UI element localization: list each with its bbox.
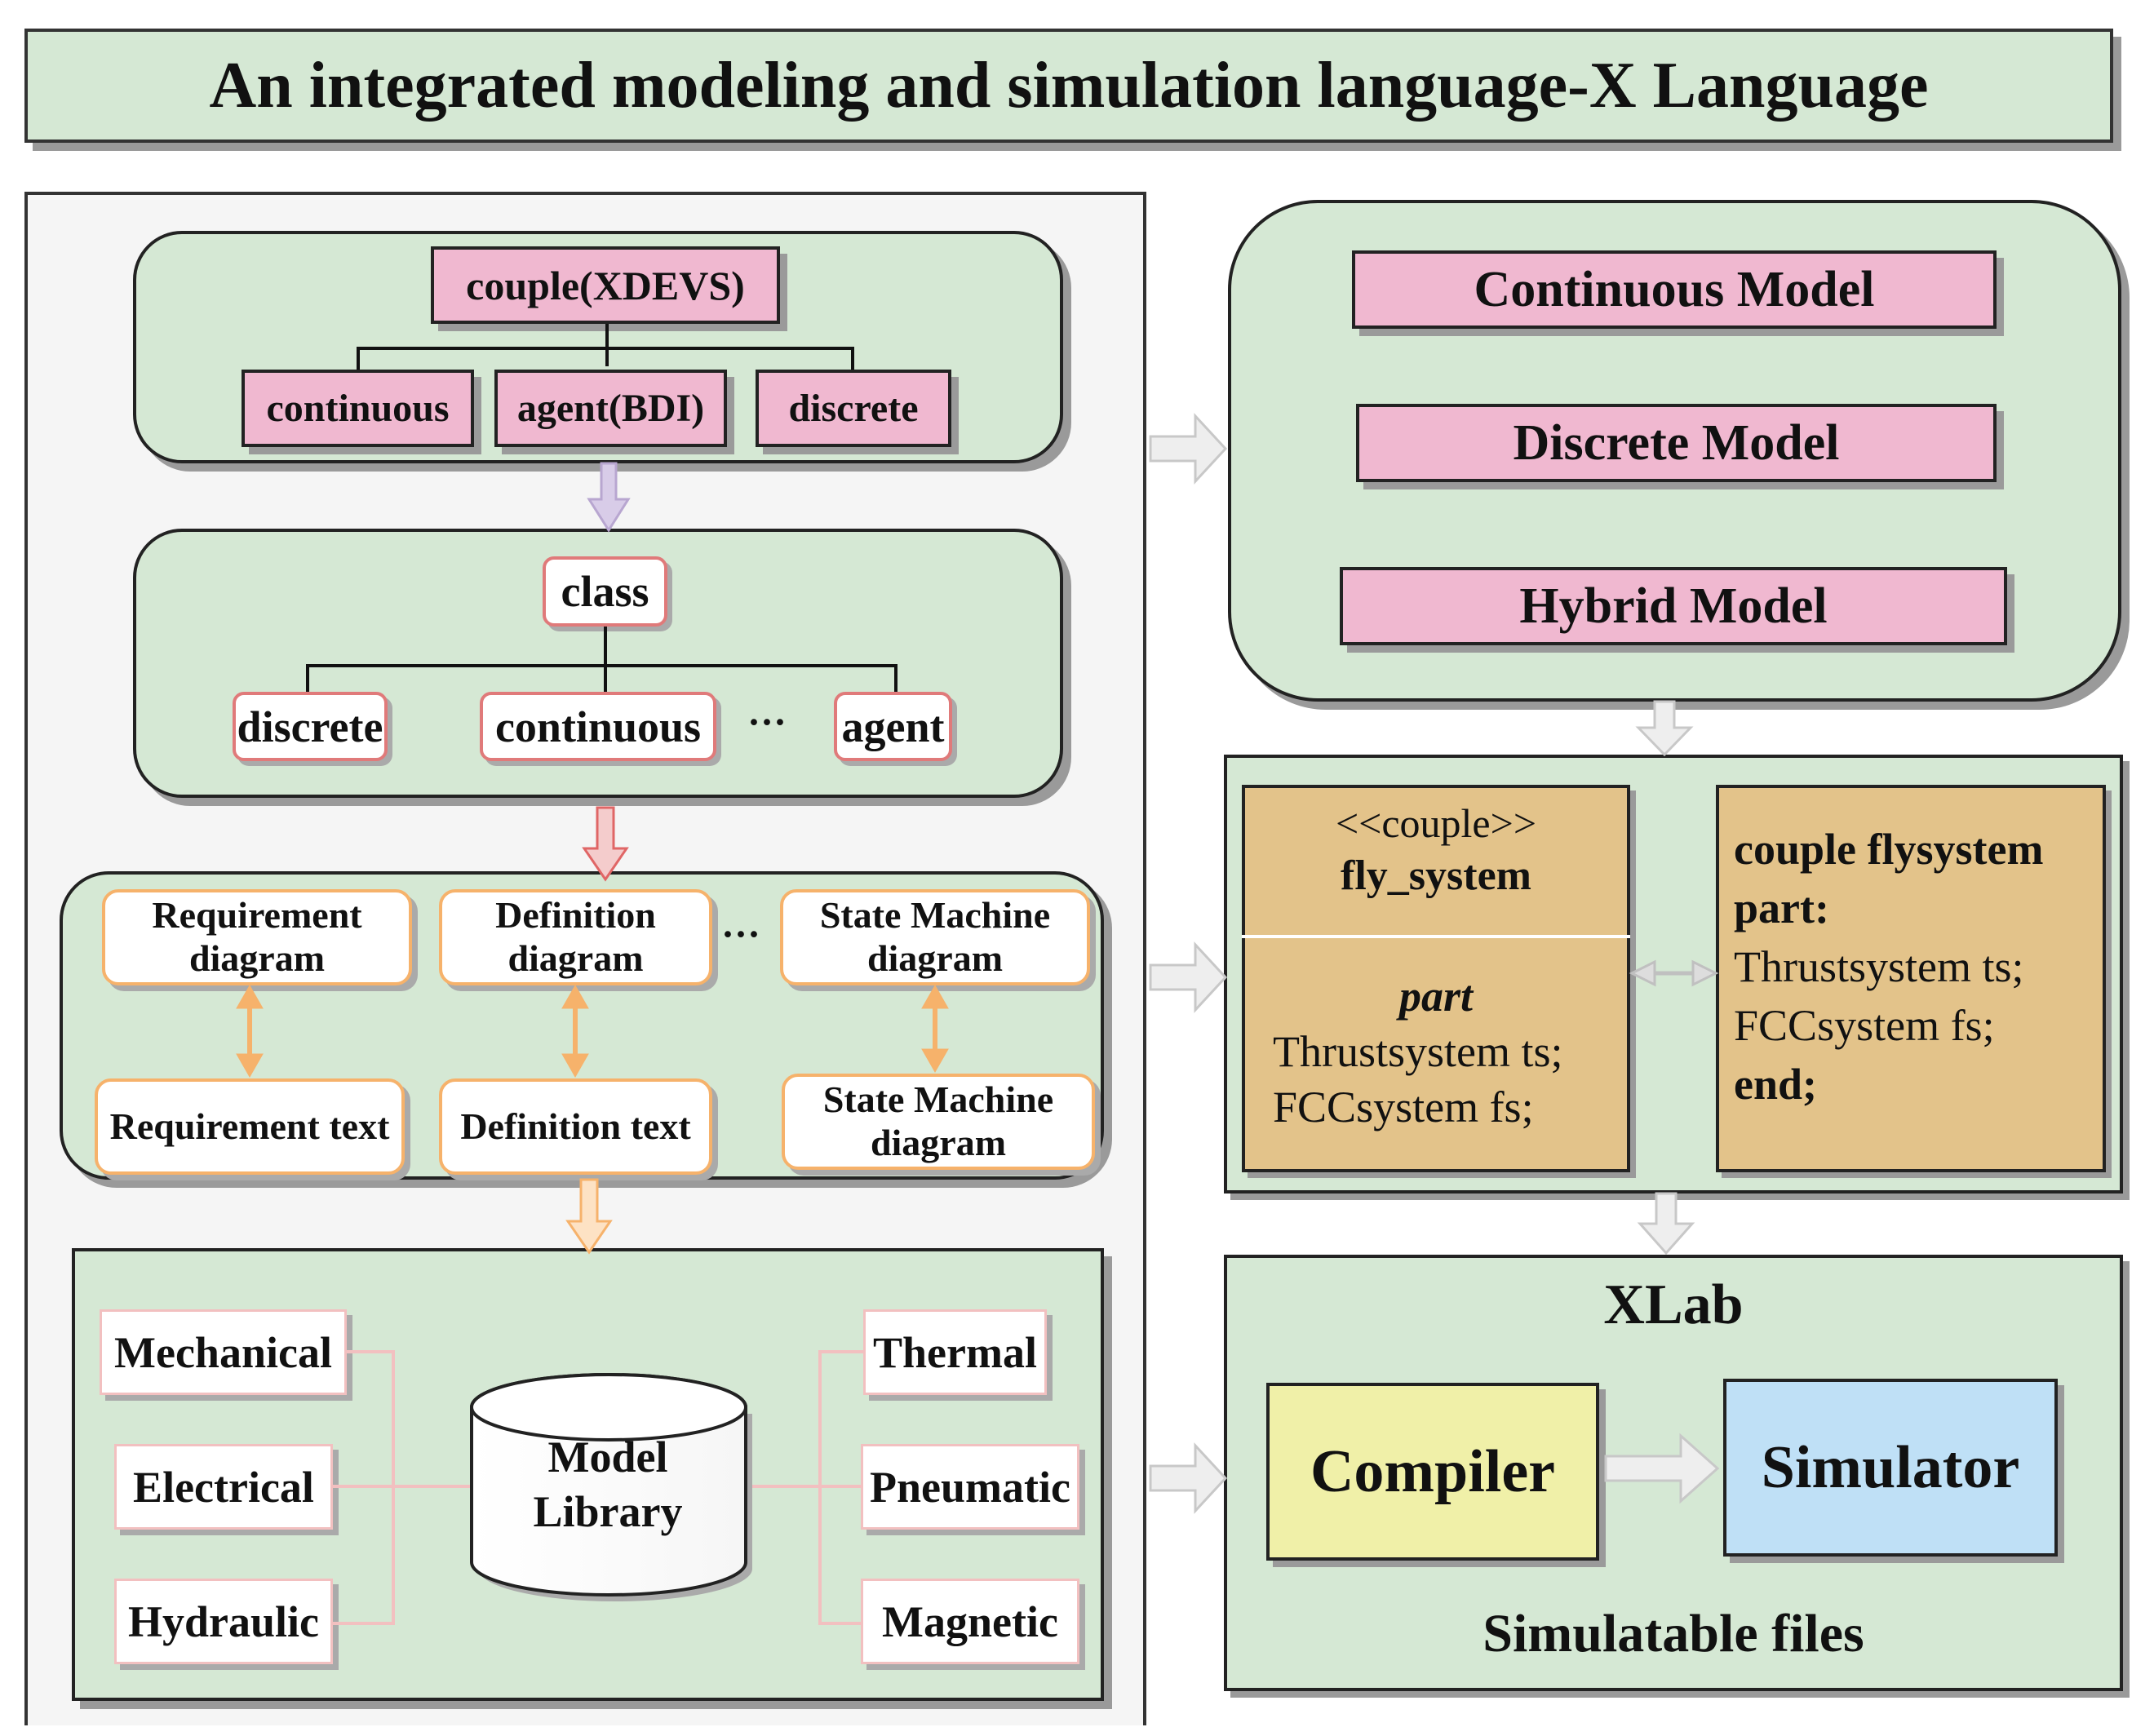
code-header: couple flysystem bbox=[1734, 825, 2044, 874]
state-machine-diagram-box-2: State Machine diagram bbox=[782, 1074, 1095, 1170]
class-discrete-box: discrete bbox=[233, 692, 388, 761]
down-arrow-right-2 bbox=[1637, 1192, 1695, 1256]
requirement-diagram-box: Requirement diagram bbox=[102, 889, 412, 985]
code-line: FCCsystem fs; bbox=[1734, 1001, 1995, 1050]
uml-name: fly_system bbox=[1341, 852, 1531, 899]
definition-text-box: Definition text bbox=[439, 1078, 712, 1175]
electrical-box: Electrical bbox=[114, 1444, 333, 1530]
class-box: class bbox=[543, 556, 667, 627]
connector bbox=[894, 664, 898, 692]
right-arrow-3 bbox=[1149, 1442, 1228, 1514]
continuous-model-box: Continuous Model bbox=[1352, 250, 1997, 329]
state-machine-diagram-box: State Machine diagram bbox=[780, 889, 1090, 985]
requirement-text-box: Requirement text bbox=[95, 1078, 405, 1175]
xlab-title: XLab bbox=[1603, 1273, 1744, 1336]
couple-xdevs-box: couple(XDEVS) bbox=[431, 246, 780, 324]
compiler-box: Compiler bbox=[1266, 1383, 1599, 1561]
connector bbox=[306, 664, 309, 692]
simulator-box: Simulator bbox=[1723, 1379, 2058, 1557]
class-continuous-box: continuous bbox=[480, 692, 716, 761]
thermal-box: Thermal bbox=[863, 1309, 1047, 1395]
code-line: Thrustsystem ts; bbox=[1734, 942, 2024, 991]
mechanical-box: Mechanical bbox=[100, 1309, 347, 1395]
code-part: part: bbox=[1734, 884, 1829, 932]
down-arrow-right-1 bbox=[1635, 700, 1694, 757]
code-block bbox=[1716, 785, 2106, 1172]
connector bbox=[605, 324, 609, 366]
class-ellipsis: ··· bbox=[747, 701, 787, 744]
uml-section: part bbox=[1398, 972, 1474, 1021]
pneumatic-box: Pneumatic bbox=[861, 1444, 1079, 1530]
model-library-label: Model Library bbox=[533, 1432, 683, 1537]
right-arrow-2 bbox=[1149, 941, 1228, 1013]
connector bbox=[851, 347, 854, 371]
connector bbox=[306, 664, 898, 667]
class-agent-box: agent bbox=[834, 692, 952, 761]
magnetic-box: Magnetic bbox=[861, 1579, 1079, 1664]
discrete-model-box: Discrete Model bbox=[1356, 404, 1997, 482]
uml-attribute: FCCsystem fs; bbox=[1273, 1083, 1534, 1132]
connector bbox=[604, 627, 607, 692]
title-banner: An integrated modeling and simulation la… bbox=[24, 29, 2113, 143]
couple-discrete-box: discrete bbox=[756, 370, 951, 447]
hydraulic-box: Hydraulic bbox=[114, 1579, 333, 1664]
uml-stereotype: <<couple>> bbox=[1335, 800, 1537, 846]
hybrid-model-box: Hybrid Model bbox=[1340, 567, 2007, 645]
connector bbox=[357, 347, 360, 371]
couple-continuous-box: continuous bbox=[242, 370, 474, 447]
uml-block bbox=[1242, 785, 1630, 1172]
diagram-title: An integrated modeling and simulation la… bbox=[209, 49, 1929, 122]
uml-attribute: Thrustsystem ts; bbox=[1273, 1027, 1563, 1076]
definition-diagram-box: Definition diagram bbox=[439, 889, 712, 985]
code-end: end; bbox=[1734, 1060, 1818, 1109]
couple-agent-box: agent(BDI) bbox=[494, 370, 727, 447]
connector bbox=[357, 347, 854, 350]
right-arrow-1 bbox=[1149, 413, 1228, 485]
simulatable-files-label: Simulatable files bbox=[1483, 1604, 1864, 1663]
uml-separator bbox=[1242, 935, 1630, 938]
diagram-ellipsis: ··· bbox=[720, 913, 761, 956]
